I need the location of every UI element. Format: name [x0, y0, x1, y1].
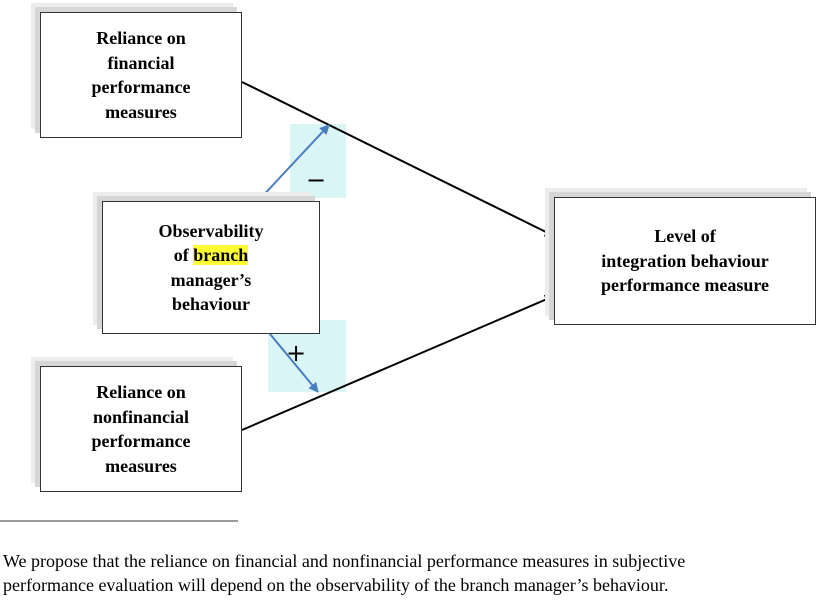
box-nonfinancial-line: performance: [91, 431, 191, 451]
arrow-nonfinancial-to-level: [241, 294, 555, 431]
box-financial-measures: Reliance on financial performance measur…: [40, 12, 242, 138]
box-observability-prefix: of: [173, 245, 194, 265]
box-financial-line: financial: [107, 52, 175, 73]
box-nonfinancial-label: Reliance on nonfinancial performance mea…: [92, 380, 191, 478]
box-level-line: integration behaviour: [601, 250, 769, 271]
caption-line-2: performance evaluation will depend on th…: [3, 575, 669, 595]
box-financial-line: Reliance on: [96, 28, 186, 48]
box-financial-label: Reliance on financial performance measur…: [92, 26, 191, 124]
arrow-observability-to-nonfinancial-path: [269, 333, 319, 393]
highlighted-word: branch: [193, 245, 249, 265]
box-observability: Observability of branch manager’s behavi…: [102, 201, 320, 334]
arrow-observability-to-financial-path: [257, 124, 330, 202]
caption-line-1: We propose that the reliance on financia…: [3, 551, 686, 571]
box-level-line: Level of: [654, 226, 716, 247]
box-observability-line-2: of branch: [158, 243, 263, 268]
box-nonfinancial-line: Reliance on: [96, 382, 186, 402]
box-integration-level: Level of integration behaviour performan…: [554, 197, 816, 325]
minus-sign: −: [306, 166, 327, 194]
caption: We propose that the reliance on financia…: [3, 549, 815, 597]
box-observability-line: manager’s: [170, 269, 252, 290]
box-nonfinancial-measures: Reliance on nonfinancial performance mea…: [40, 366, 242, 492]
box-financial-line: performance: [91, 77, 191, 97]
box-nonfinancial-line: nonfinancial: [92, 406, 190, 427]
divider-line: [0, 520, 238, 522]
box-observability-label: Observability of branch manager’s behavi…: [158, 219, 263, 317]
box-level-label: Level of integration behaviour performan…: [601, 224, 769, 298]
box-observability-line: Observability: [158, 220, 264, 241]
box-observability-line: behaviour: [171, 294, 250, 314]
moderation-diagram: − + Reliance on financial performance me…: [40, 12, 816, 492]
box-financial-line: measures: [105, 101, 177, 122]
box-nonfinancial-line: measures: [105, 455, 177, 476]
plus-sign: +: [286, 339, 307, 367]
box-level-line: performance measure: [600, 275, 770, 296]
connector-arrows: [241, 81, 555, 431]
arrow-financial-to-level: [241, 81, 555, 237]
